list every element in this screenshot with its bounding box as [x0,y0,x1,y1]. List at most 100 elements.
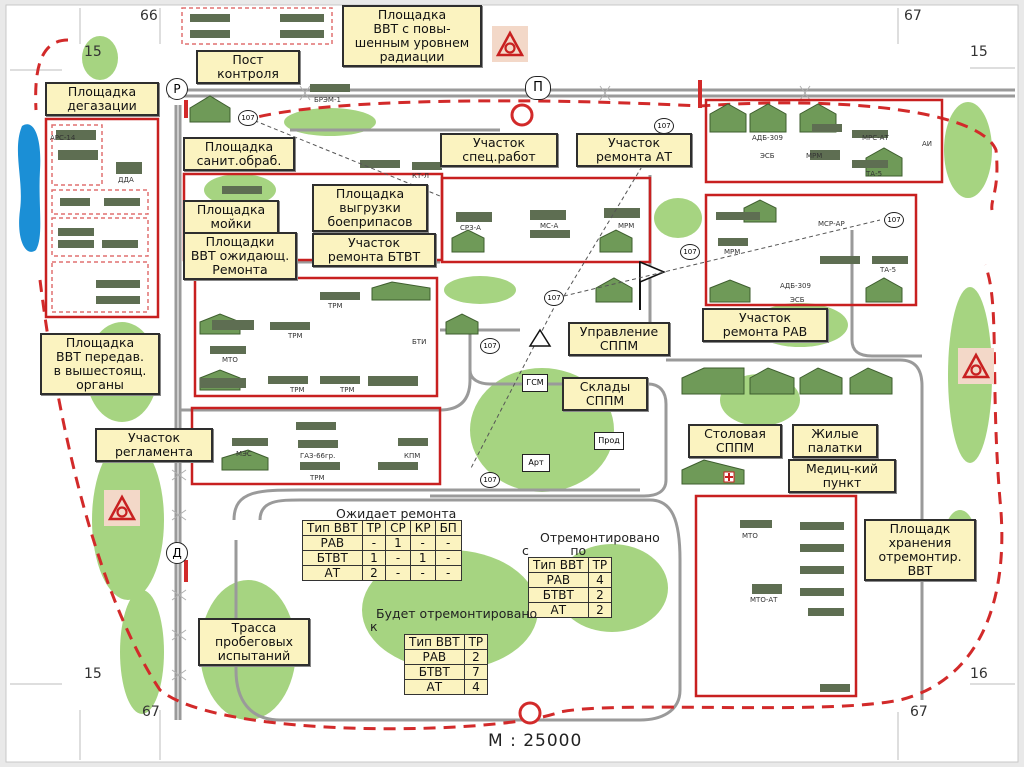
vehicle-label: ГАЗ-66гр. [300,452,336,460]
warehouse-food: Прод [594,432,624,450]
table-header-cell: ТР [587,557,613,573]
table-cell: АТ [302,565,363,581]
table-cell: 2 [587,602,613,618]
vehicle-label: АДБ-309 [780,282,811,290]
node-107: 107 [480,472,500,488]
vehicles [56,14,908,692]
grid-number-left-top: 15 [84,44,102,60]
table-cell: - [434,565,462,581]
table-cell: РАВ [302,535,363,551]
table-planned-subtitle: к [370,619,378,634]
vehicle-label: МРМ [618,222,635,230]
label-canteen: Столовая СППМ [688,424,782,458]
lake [17,124,41,252]
label-wash-area: Площадка мойки [183,200,279,234]
vehicle-label: ТРМ [288,332,303,340]
vehicle-label: МС-А [540,222,559,230]
flag-icon [639,260,666,284]
label-degassing-area: Площадка дегазации [45,82,159,116]
table-cell: - [434,550,462,566]
label-special-works: Участок спец.работ [440,133,558,167]
label-living-tents: Жилые палатки [792,424,878,458]
table-repaired-title: Отремонтировано [540,530,660,545]
medical-cross-icon [725,473,733,481]
vehicle-label: МТО [742,532,758,540]
label-unload-area: Площадка выгрузки боеприпасов [312,184,428,232]
warehouse-gsm: ГСМ [522,374,548,392]
label-at-repair: Участок ремонта АТ [576,133,692,167]
label-waiting-area: Площадки ВВТ ожидающ. Ремонта [183,232,297,280]
tents [189,95,903,485]
grid-number-top-left: 66 [140,8,158,24]
table-header-cell: Тип ВВТ [302,520,363,536]
table-cell: 1 [385,535,411,551]
table-cell: БТВТ [528,587,589,603]
table-header-cell: БП [434,520,462,536]
table-cell: - [385,550,411,566]
vehicle-label: ТА-5 [880,266,897,274]
perimeter-route [34,38,1004,731]
checkpoint-r: Р [166,78,188,100]
radiation-hazard-icon [104,490,140,526]
label-radiation-area: Площадка ВВТ с повы- шенным уровнем ради… [342,5,482,67]
vehicle-label: АИ [922,140,933,148]
label-control-post: Пост контроля [196,50,300,84]
map-scale: М : 25000 [488,731,583,751]
vehicle-label: МТО [222,356,238,364]
vehicle-label: ТРМ [328,302,343,310]
label-sanitary-area: Площадка санит.обраб. [183,137,295,171]
vehicle-label: МРМ [806,152,823,160]
label-btvt-repair: Участок ремонта БТВТ [312,233,436,267]
label-test-track: Трасса пробеговых испытаний [198,618,310,666]
vehicle-label: КТ-Л [412,172,430,180]
table-planned-title: Будет отремонтировано [376,606,538,621]
vehicle-label: СРЗ-А [460,224,481,232]
vehicle-label: ЭСБ [790,296,805,304]
grid-number-right-top: 15 [970,44,988,60]
label-reglament-area: Участок регламента [95,428,213,462]
table-cell: РАВ [404,649,465,665]
grid-number-bottom-right: 67 [910,704,928,720]
warning-triangle-icon [528,328,552,347]
vehicle-label: МСР-АР [818,220,845,228]
vehicle-label: МТО-АТ [750,596,778,604]
table-cell: РАВ [528,572,589,588]
table-cell: - [409,535,436,551]
vehicle-label: ЭСБ [760,152,775,160]
vehicle-label: БРЭМ-1 [314,96,341,104]
table-cell: 7 [463,664,489,680]
table-cell: 1 [361,550,387,566]
vehicle-label: ДДА [118,176,134,184]
grid-lines [10,8,1015,760]
table-header-cell: Тип ВВТ [528,557,589,573]
table-header-cell: КР [409,520,436,536]
vehicle-label: ТРМ [310,474,325,482]
table-cell: - [361,535,387,551]
vehicle-label: ТРМ [340,386,355,394]
vehicle-label: АРС-14 [50,134,76,142]
grid-number-right-bottom: 16 [970,666,988,682]
label-rav-repair: Участок ремонта РАВ [702,308,828,342]
label-warehouses: Склады СППМ [562,377,648,411]
sub-frames [51,7,333,313]
label-medical-post: Медиц-кий пункт [788,459,896,493]
table-waiting-title: Ожидает ремонта [336,506,457,521]
table-row: РАВ-1-- [302,535,462,551]
vehicle-label: БТИ [412,338,427,346]
table-cell: - [434,535,462,551]
vehicle-label: АДБ-309 [752,134,783,142]
table-cell: АТ [404,679,465,695]
table-cell: - [385,565,411,581]
grid-number-top-right: 67 [904,8,922,24]
node-107: 107 [680,244,700,260]
vehicle-label: ТА-5 [866,170,883,178]
